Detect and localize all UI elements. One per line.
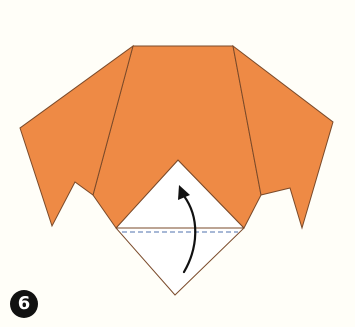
step-number-badge: 6: [10, 290, 38, 318]
